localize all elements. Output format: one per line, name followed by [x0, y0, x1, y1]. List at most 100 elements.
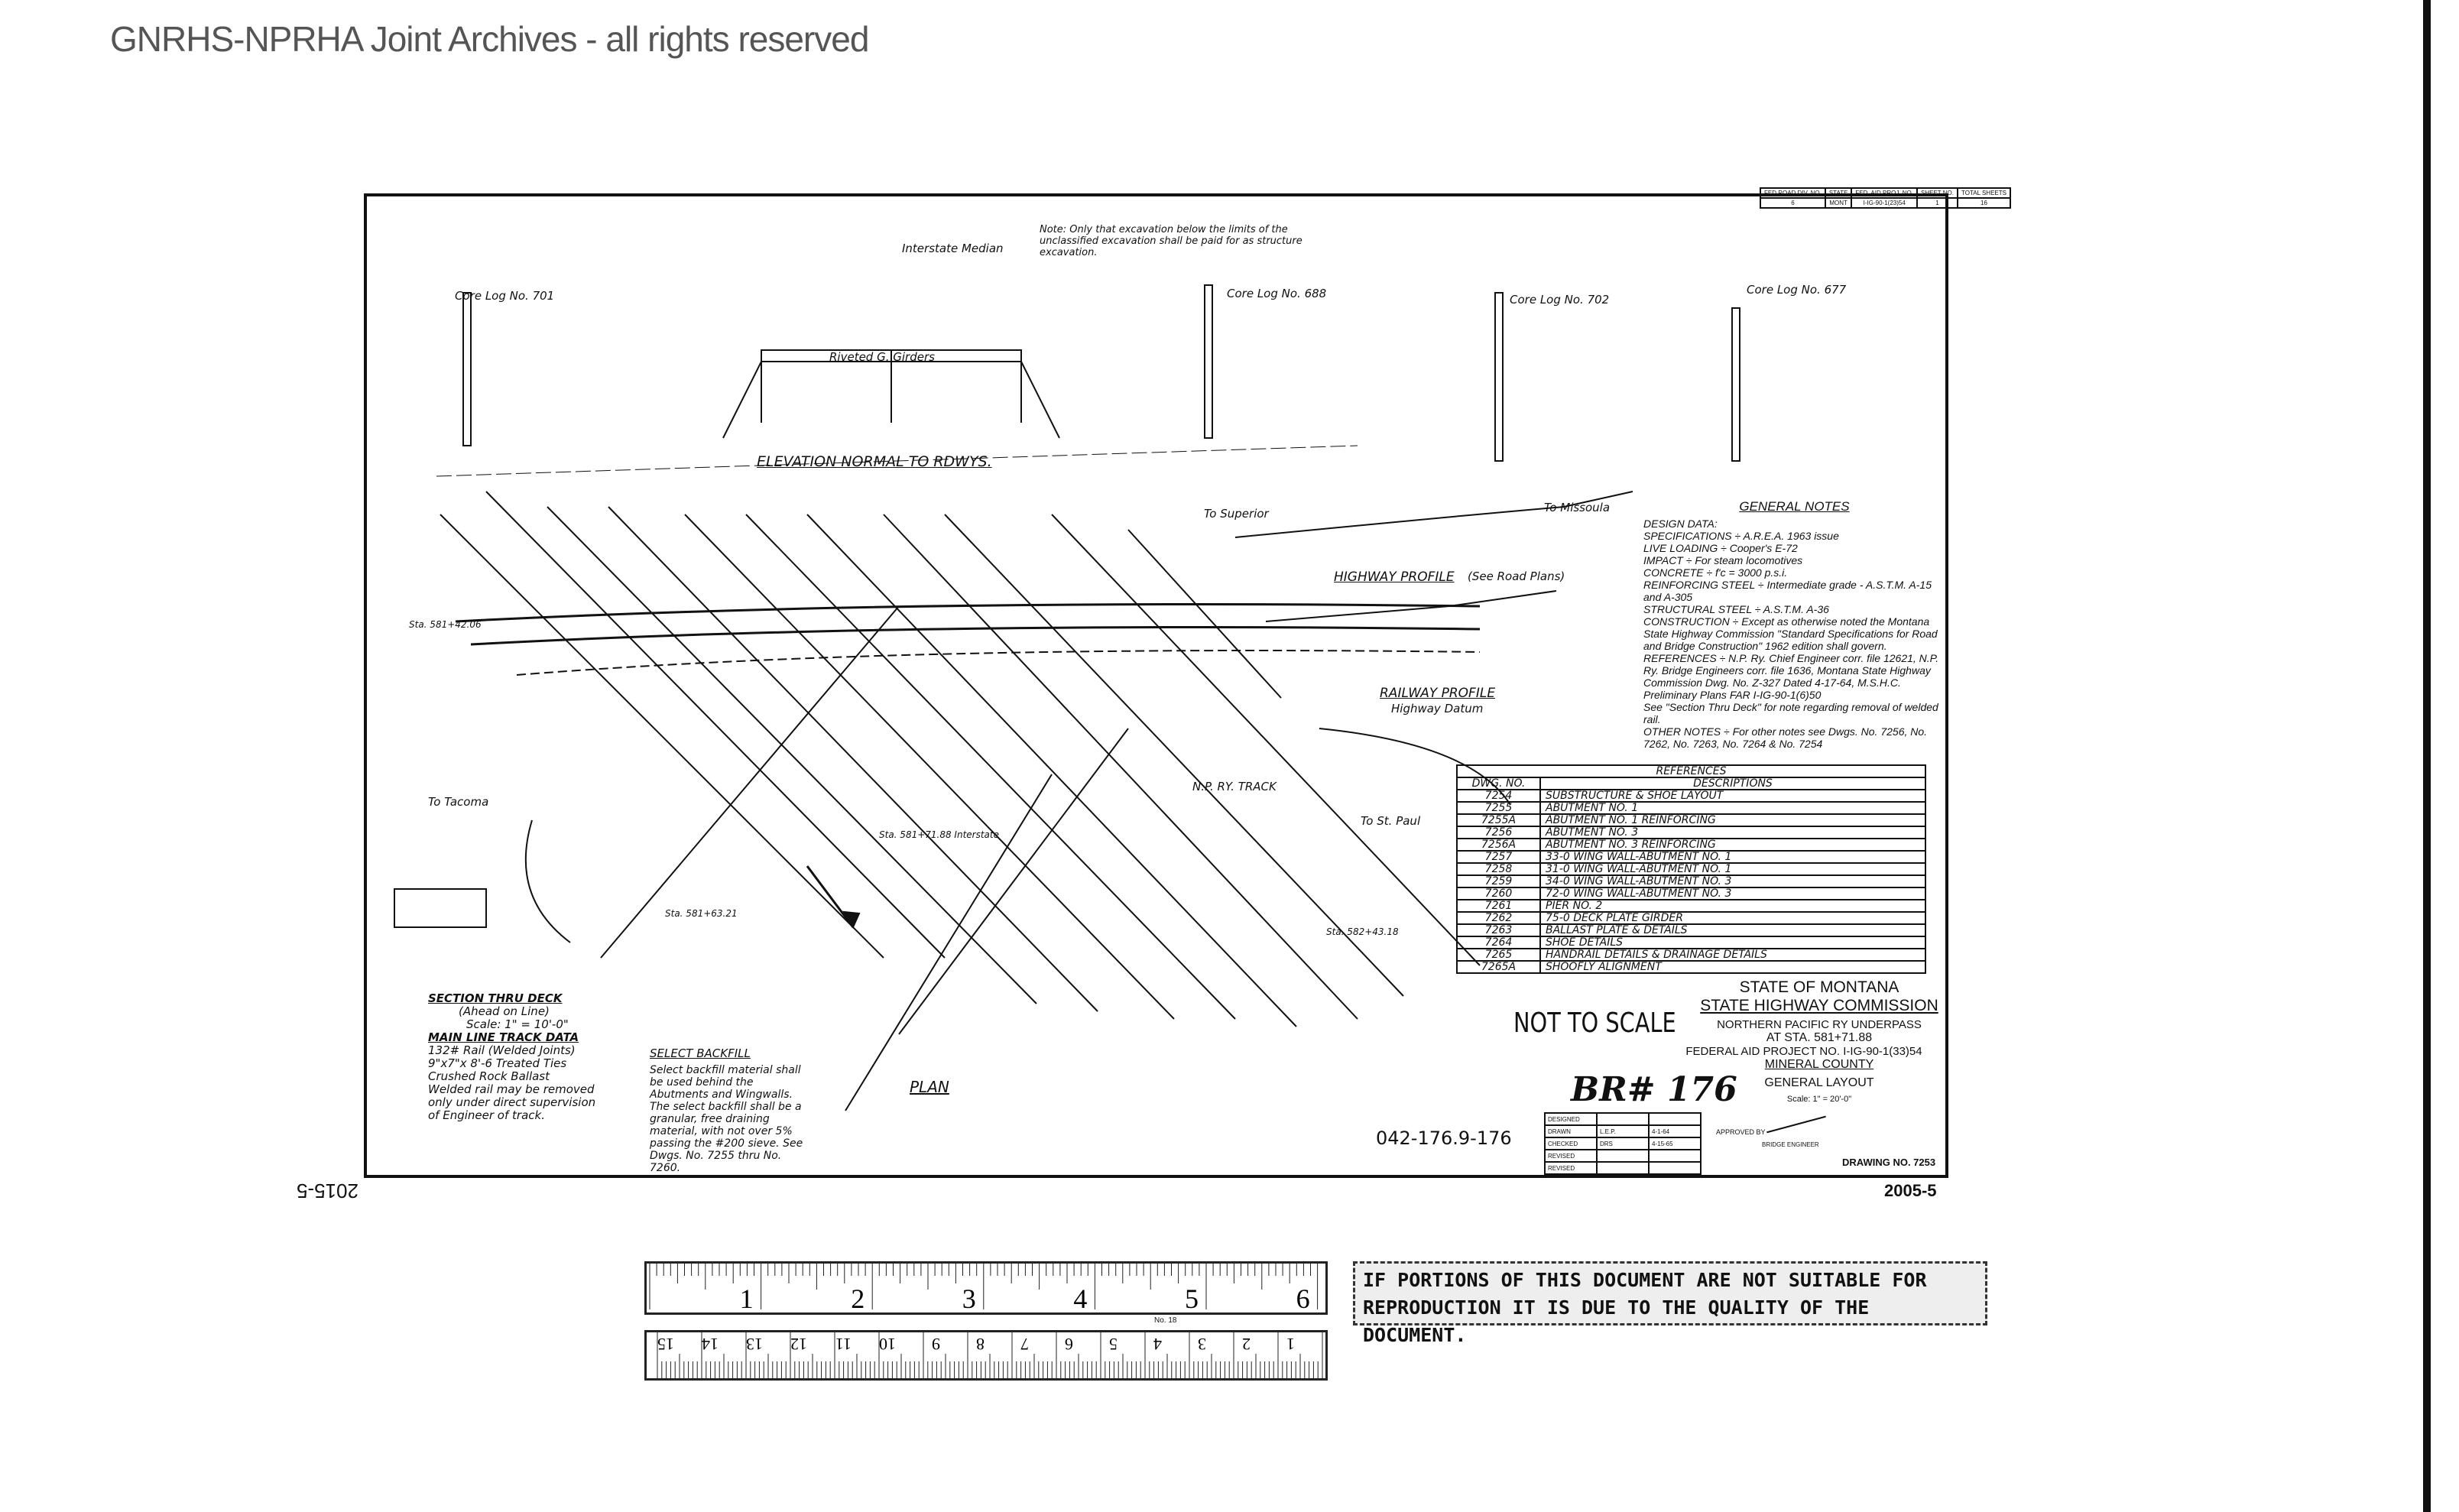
- value-cell: I-IG-90-1(23)54: [1851, 197, 1918, 209]
- not-to-scale-label: NOT TO SCALE: [1513, 1007, 1676, 1039]
- scan-edge: [2423, 0, 2431, 1512]
- ruler-label: 12: [790, 1335, 807, 1354]
- station-label: Sta. 581+71.88 Interstate: [879, 829, 999, 840]
- reference-dwg-no: 7264: [1456, 936, 1541, 949]
- reference-dwg-no: 7254: [1456, 789, 1541, 803]
- elevation-title: ELEVATION NORMAL TO RDWYS.: [757, 453, 992, 470]
- value-cell: 1: [1916, 197, 1958, 209]
- signoff-row: REVISED: [1544, 1149, 1702, 1163]
- stamp-left: 2015-5: [297, 1179, 358, 1202]
- signoff-row: DESIGNED: [1544, 1112, 1702, 1126]
- value-cell: 6: [1760, 197, 1826, 209]
- ruler-label: 14: [702, 1335, 719, 1354]
- commission-title: STATE HIGHWAY COMMISSION: [1700, 997, 1938, 1014]
- track-line: Welded rail may be removed: [428, 1082, 595, 1096]
- title-block: STATE OF MONTANA STATE HIGHWAY COMMISSIO…: [1685, 978, 1942, 1104]
- drawing-code: 042-176.9-176: [1376, 1128, 1512, 1149]
- signoff-cell: [1596, 1161, 1650, 1175]
- reference-dwg-no: 7256A: [1456, 838, 1541, 852]
- core-log-label: Core Log No. 688: [1227, 287, 1327, 300]
- project-info-box: FED ROAD DIV. NO. STATE FED. AID PROJ. N…: [1760, 187, 2011, 209]
- ruler-label: 4: [1153, 1335, 1162, 1354]
- note-line: REINFORCING STEEL ÷ Intermediate grade -…: [1643, 579, 1932, 603]
- project-line: NORTHERN PACIFIC RY UNDERPASS: [1717, 1018, 1922, 1031]
- reference-description: ABUTMENT NO. 3 REINFORCING: [1539, 838, 1926, 852]
- note-line: IMPACT ÷ For steam locomotives: [1643, 554, 1803, 566]
- reproduction-warning: IF PORTIONS OF THIS DOCUMENT ARE NOT SUI…: [1353, 1261, 1987, 1346]
- boring-log-1: [462, 292, 472, 446]
- track-line: 132# Rail (Welded Joints): [428, 1043, 576, 1057]
- ruler-label: 13: [746, 1335, 763, 1354]
- header-cell: TOTAL SHEETS: [1956, 187, 2011, 199]
- note-line: CONCRETE ÷ f'c = 3000 p.s.i.: [1643, 566, 1788, 579]
- signoff-cell: DRS: [1596, 1137, 1650, 1150]
- reference-description: ABUTMENT NO. 3: [1539, 826, 1926, 839]
- header-cell: STATE: [1824, 187, 1853, 199]
- references-title: REFERENCES: [1456, 764, 1926, 778]
- track-line: 9"x7"x 8'-6 Treated Ties: [428, 1056, 567, 1070]
- reference-dwg-no: 7258: [1456, 862, 1541, 876]
- reference-description: PIER NO. 2: [1539, 899, 1926, 913]
- ruler-label: 5: [1185, 1283, 1199, 1312]
- reference-description: ABUTMENT NO. 1: [1539, 801, 1926, 815]
- layout-title: GENERAL LAYOUT: [1764, 1076, 1874, 1089]
- stamp-right: 2005-5: [1884, 1181, 1937, 1200]
- reference-dwg-no: 7265A: [1456, 960, 1541, 974]
- signoff-cell: REVISED: [1544, 1161, 1598, 1175]
- ruler-label: 1: [1286, 1335, 1295, 1354]
- reference-dwg-no: 7262: [1456, 911, 1541, 925]
- col-dwg-no: DWG. NO.: [1456, 777, 1541, 790]
- reference-description: SHOOFLY ALIGNMENT: [1539, 960, 1926, 974]
- ruler-label: 1: [740, 1283, 754, 1312]
- signoff-cell: DRAWN: [1544, 1124, 1598, 1138]
- header-cell: SHEET NO.: [1916, 187, 1958, 199]
- scale: Scale: 1" = 20'-0": [1786, 1095, 1852, 1104]
- signoff-cell: REVISED: [1544, 1149, 1598, 1163]
- approver-title: BRIDGE ENGINEER: [1762, 1141, 1819, 1148]
- header-cell: FED ROAD DIV. NO.: [1760, 187, 1826, 199]
- signoff-cell: 4-1-64: [1648, 1124, 1702, 1138]
- station-label: Sta. 582+43.18: [1326, 926, 1399, 937]
- ruler-label: 9: [932, 1335, 940, 1354]
- interstate-median-label: Interstate Median: [902, 242, 1004, 255]
- bridge-drawing-linework: [394, 284, 1740, 1111]
- signoff-cell: [1648, 1112, 1702, 1126]
- boring-log-4: [1731, 307, 1740, 462]
- core-log-label: Core Log No. 701: [455, 289, 555, 303]
- girders-label: Riveted G. Girders: [829, 350, 935, 364]
- note-line: See "Section Thru Deck" for note regardi…: [1643, 701, 1938, 725]
- reference-description: 34-0 WING WALL-ABUTMENT NO. 3: [1539, 874, 1926, 888]
- signoff-cell: [1648, 1161, 1702, 1175]
- np-track-label: N.P. RY. TRACK: [1192, 780, 1277, 793]
- north-arrow: [806, 865, 855, 928]
- reference-description: 31-0 WING WALL-ABUTMENT NO. 1: [1539, 862, 1926, 876]
- ruler-label: 8: [976, 1335, 985, 1354]
- plan-hatch-lines: [440, 491, 1481, 1111]
- note-line: CONSTRUCTION ÷ Except as otherwise noted…: [1643, 615, 1938, 652]
- backfill-title: SELECT BACKFILL: [650, 1046, 751, 1060]
- reference-dwg-no: 7257: [1456, 850, 1541, 864]
- track-line: of Engineer of track.: [428, 1108, 545, 1122]
- reference-description: SUBSTRUCTURE & SHOE LAYOUT: [1539, 789, 1926, 803]
- signoff-cell: L.E.P.: [1596, 1124, 1650, 1138]
- reference-dwg-no: 7256: [1456, 826, 1541, 839]
- highway-profile-title: HIGHWAY PROFILE: [1334, 569, 1455, 585]
- ruler-brand: No. 18: [1154, 1316, 1177, 1325]
- station-label: Sta. 581+63.21: [665, 908, 738, 919]
- section-title: SECTION THRU DECK: [428, 991, 563, 1005]
- excavation-note: Note: Only that excavation below the lim…: [1040, 224, 1302, 258]
- note-line: SPECIFICATIONS ÷ A.R.E.A. 1963 issue: [1643, 530, 1839, 542]
- station-label: Sta. 581+42.06: [409, 619, 482, 630]
- signoff-cell: 4-15-65: [1648, 1137, 1702, 1150]
